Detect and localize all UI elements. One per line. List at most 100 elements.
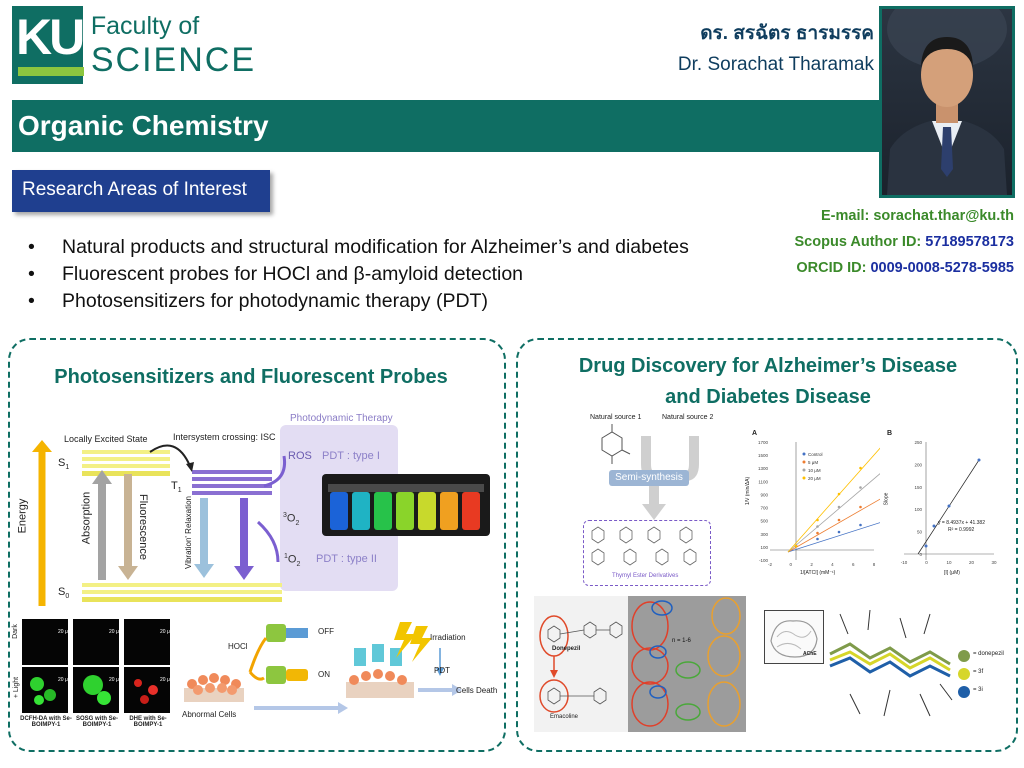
chart-b-point [977,458,981,462]
isc-label: Intersystem crossing: ISC [173,432,276,442]
s1-label: S1 [58,457,70,472]
portrait-figure [887,9,1007,195]
s0-label: S0 [58,586,70,601]
panel-photosensitizers [8,338,506,752]
chart-a-series-line [787,447,880,553]
semi-synthesis-pill: Semi-synthesis [609,470,689,486]
chart-a-xtick: -2 [768,562,772,567]
hybrid-structures-drawing [631,597,741,727]
donepezil-structures: Donepezil Emacoline [534,596,628,732]
chart-a-point [816,537,819,541]
chart-b-xtick: 20 [969,560,975,565]
micrograph-dark-2 [73,619,119,665]
page-title: Organic Chemistry [18,110,269,141]
legend-3i-swatch [958,686,970,698]
micrograph-light-3 [124,667,170,713]
ache-protein-drawing [770,620,818,658]
chart-a-point [837,492,841,496]
t1-label: T1 [171,480,182,495]
chart-a-ytick: 1700 [758,440,769,445]
orcid-label: ORCID ID: [796,260,871,276]
pdt-type2-label: PDT : type II [316,553,377,565]
chart-a-ytick: -100 [759,558,769,563]
faculty-logo: KU Faculty of SCIENCE [12,6,256,84]
chart-a-legend-swatch [802,476,806,480]
legend-3f-swatch [958,668,970,680]
energy-arrowhead [32,440,52,452]
research-areas-tab: Research Areas of Interest [12,170,270,212]
chart-b-point [932,524,936,528]
title-bar: Organic Chemistry [12,100,879,152]
chart-a-point [837,530,841,534]
ros-label: ROS [288,450,312,462]
ache-protein-inset: AChE [764,610,824,664]
chart-a-ytick: 500 [760,519,768,524]
chart-b-xlabel: [I] (μM) [944,570,960,576]
cells-death-label: Cells Death [456,686,498,695]
chart-a-tag: A [752,430,758,437]
chart-a-legend-label: Control [808,452,823,457]
thymyl-derivatives-box: Thymyl Ester Derivatives [583,520,711,586]
thymyl-structures [591,526,697,566]
name-english: Dr. Sorachat Tharamak [677,54,874,75]
fluorescent-vials-photo [322,474,490,536]
legend-3f: = 3f [973,669,984,675]
scale-bar: 20 μm [109,629,123,635]
ache-label: AChE [803,651,817,657]
legend-3i: = 3i [973,687,983,693]
chart-b-point [924,544,928,548]
chart-a-ytick: 300 [760,532,768,537]
email-value[interactable]: sorachat.thar@ku.th [873,208,1014,224]
name-thai: ดร. สรฉัตร ธารมรรค [700,23,874,44]
micrograph-light-2 [73,667,119,713]
energy-label: Energy [16,498,29,534]
micrograph-dark-1 [22,619,68,665]
scale-bar: 20 μm [58,677,72,683]
legend-donepezil: = donepezil [973,651,1004,657]
pdt-type1-label: PDT : type I [322,450,380,462]
scale-bar: 20 μm [109,677,123,683]
vials-drawing [328,484,484,530]
chart-a-xtick: 6 [852,562,855,567]
probe-mechanism-diagram [184,622,462,714]
hybrid-structures-panel: n = 1-6 [628,596,746,732]
ku-logo-bar [18,67,84,76]
on-label: ON [318,670,330,679]
bullet-item: Fluorescent probes for HOCl and β-amyloi… [28,261,689,288]
panel-drug-discovery [516,338,1018,752]
hocl-label: HOCl [228,642,248,651]
scale-bar: 20 μm [58,629,72,635]
light-label: + Light [13,676,21,699]
chart-a-ytick: 1100 [758,479,768,484]
natural-source-2-label: Natural source 2 [662,414,714,421]
legend-donepezil-swatch [958,650,970,662]
ku-letters: KU [16,9,85,65]
contact-info: E-mail: sorachat.thar@ku.th Scopus Autho… [795,206,1014,284]
chart-b-ytick: 50 [917,530,923,535]
chart-a-legend-label: 10 μM [808,468,821,473]
chart-a-ytick: 900 [760,492,768,497]
abnormal-cells-label: Abnormal Cells [182,710,237,719]
emacoline-label: Emacoline [550,714,579,720]
chart-a-ytick: 700 [760,506,768,511]
scopus-row: Scopus Author ID: 57189578173 [795,232,1014,258]
chart-a-legend-label: 5 μM [808,460,818,465]
chart-a-series-line [787,473,880,553]
thymyl-label: Thymyl Ester Derivatives [612,573,679,579]
chart-a-ytick: 1500 [758,453,769,458]
research-areas-label: Research Areas of Interest [22,179,247,200]
fluorescence-label: Fluorescence [137,493,150,561]
chart-a-series-line [787,498,880,553]
vibration-label: Vibration' Relaxation [183,496,193,569]
chart-a-point [859,523,862,527]
pdt-label: PDT [434,666,450,675]
chart-a-point [794,544,798,548]
panel-right-title-2: and Diabetes Disease [665,386,871,408]
scopus-value: 57189578173 [925,234,1014,250]
chart-a-legend-swatch [802,460,806,464]
chart-a-ytick: 1300 [758,466,769,471]
scale-bar: 20 μm [160,677,174,683]
chart-a-point [837,505,841,509]
